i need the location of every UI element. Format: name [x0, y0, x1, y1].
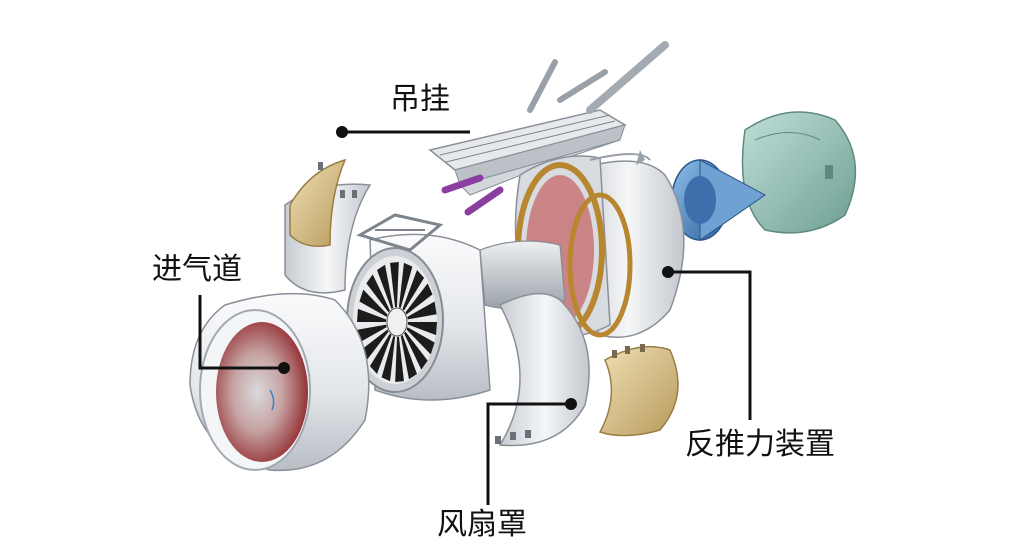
- fan-blade: [407, 322, 437, 336]
- engine-exploded-diagram: [189, 41, 857, 505]
- fan-blade: [390, 262, 399, 308]
- fan-blade: [357, 308, 387, 322]
- fan-blade: [366, 274, 390, 313]
- cowl-panel-upper: [284, 158, 372, 294]
- fan-blade: [359, 289, 388, 317]
- fan-blade: [395, 336, 404, 382]
- fan-blade: [404, 331, 428, 370]
- fan-blade: [402, 270, 425, 311]
- fan-blade: [405, 283, 433, 315]
- leader-inlet: [198, 295, 284, 370]
- label-pylon: 吊挂: [390, 82, 450, 117]
- label-thrust-reverser: 反推力装置: [685, 427, 835, 462]
- leader-dot-fan-cowl: [565, 398, 577, 410]
- fan-blade: [357, 324, 387, 343]
- leader-dot-pylon: [336, 126, 348, 138]
- inlet-cowl: [189, 292, 370, 472]
- fan-blade: [407, 301, 437, 320]
- fan-blade: [381, 336, 396, 382]
- fan-blade: [361, 329, 389, 361]
- fan-blades: [357, 262, 437, 382]
- fan-blade: [406, 327, 435, 355]
- cowl-panel-tan-lower: [598, 344, 679, 437]
- leader-dot-inlet: [278, 362, 290, 374]
- fan-blade: [400, 334, 417, 380]
- fan-blade: [377, 264, 394, 310]
- leader-thrust-reverser: [670, 270, 752, 420]
- fan-case: [346, 213, 491, 401]
- exhaust-cone: [671, 159, 766, 241]
- leader-fan-cowl: [486, 402, 570, 505]
- fan-blade: [398, 262, 413, 308]
- leader-dot-thrust-reverser: [662, 266, 674, 278]
- label-fan-cowl: 风扇罩: [437, 507, 527, 542]
- exhaust-nozzle: [741, 111, 857, 234]
- leader-dots: [278, 126, 674, 410]
- fan-blade: [369, 333, 392, 374]
- leader-lines: [198, 130, 752, 505]
- label-inlet: 进气道: [152, 252, 242, 287]
- pylon: [428, 41, 669, 216]
